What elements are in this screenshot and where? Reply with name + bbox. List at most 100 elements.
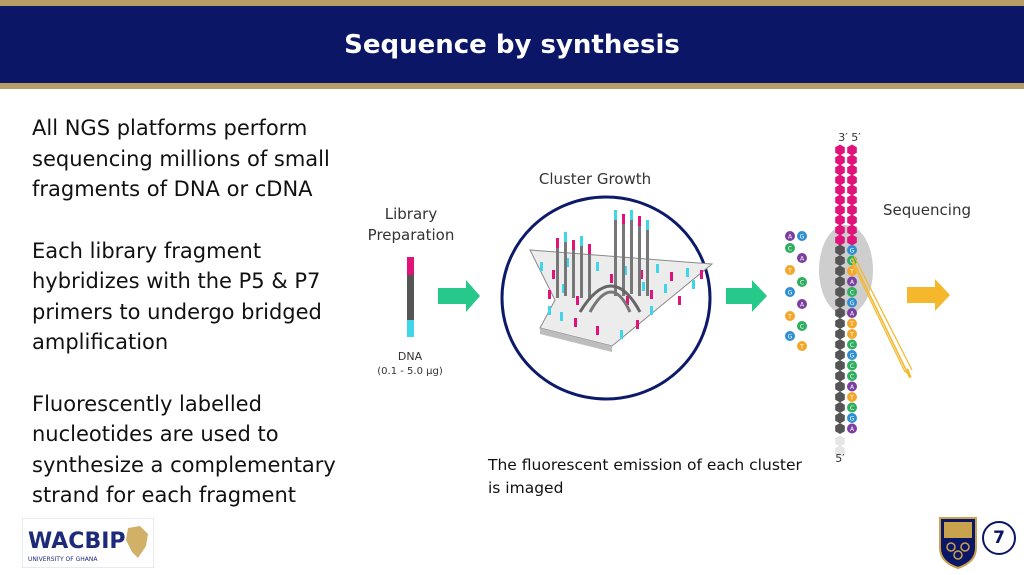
surface-strand bbox=[678, 296, 681, 305]
template-base bbox=[835, 402, 845, 413]
incorporated-base: C bbox=[850, 374, 854, 381]
template-base bbox=[835, 435, 845, 447]
top-gold-stripe bbox=[0, 0, 1024, 6]
incorporated-base: C bbox=[850, 363, 854, 370]
incorporated-nucleotide bbox=[847, 308, 857, 318]
wacbip-logo: WACBIP UNIVERSITY OF GHANA bbox=[21, 517, 155, 569]
incorporated-base: G bbox=[850, 300, 855, 307]
free-nucleotide bbox=[797, 253, 807, 263]
template-base bbox=[847, 174, 857, 186]
cluster-strand bbox=[588, 244, 591, 300]
cluster-strand bbox=[556, 238, 559, 298]
free-nucleotide-base: C bbox=[800, 280, 804, 287]
free-nucleotide bbox=[797, 321, 807, 331]
incorporated-nucleotide bbox=[847, 287, 857, 297]
template-base bbox=[835, 339, 845, 350]
surface-strand bbox=[562, 284, 565, 293]
free-nucleotide bbox=[797, 277, 807, 287]
cluster-strand-tip bbox=[572, 240, 575, 250]
bullet-list: All NGS platforms perform sequencing mil… bbox=[32, 113, 342, 542]
incorporated-base: G bbox=[850, 353, 855, 360]
template-base bbox=[835, 391, 845, 403]
arrow-right-icon bbox=[438, 280, 480, 312]
cluster-strand bbox=[580, 236, 583, 298]
template-base bbox=[835, 184, 845, 196]
sequencing-diagram: Library Preparation DNA (0.1 - 5.0 µg) C… bbox=[368, 131, 971, 465]
incorporated-nucleotide bbox=[847, 371, 857, 381]
sequencing-label: Sequencing bbox=[883, 201, 971, 219]
surface-strand bbox=[670, 272, 673, 281]
incorporated-nucleotide bbox=[847, 339, 857, 350]
template-base bbox=[847, 224, 857, 236]
cluster-strand-tip bbox=[622, 214, 625, 224]
surface-strand bbox=[576, 296, 579, 305]
incorporated-base: T bbox=[849, 395, 854, 402]
free-nucleotide-base: C bbox=[800, 324, 804, 331]
surface-strand bbox=[620, 330, 623, 339]
cluster-strand bbox=[646, 220, 649, 296]
library-label-line1: Library bbox=[385, 205, 438, 223]
template-base bbox=[847, 204, 857, 216]
surface-strand bbox=[700, 270, 703, 279]
incorporated-nucleotide bbox=[847, 381, 857, 392]
incorporated-base: C bbox=[850, 405, 854, 412]
incorporated-base: A bbox=[850, 279, 855, 286]
dna-fragment-insert bbox=[407, 275, 414, 320]
emission-rays bbox=[851, 255, 913, 379]
incorporated-base: G bbox=[850, 416, 855, 423]
template-base bbox=[835, 144, 845, 156]
cluster-strand bbox=[572, 240, 575, 298]
svg-text:WACBIP: WACBIP bbox=[28, 529, 126, 554]
surface-strand bbox=[650, 306, 653, 315]
bridge-strand bbox=[578, 284, 642, 313]
cluster-strand-tip bbox=[588, 244, 591, 254]
dna-amount: (0.1 - 5.0 µg) bbox=[377, 366, 443, 377]
incorporated-base: C bbox=[850, 258, 854, 265]
incorporated-nucleotide bbox=[847, 297, 857, 308]
incorporated-nucleotide bbox=[847, 423, 857, 434]
free-nucleotide-base: C bbox=[788, 246, 792, 253]
flowcell-strands bbox=[540, 258, 703, 339]
incorporated-nucleotide bbox=[847, 318, 857, 329]
figure-caption: The fluorescent emission of each cluster… bbox=[488, 456, 802, 497]
dna-label: DNA bbox=[398, 350, 423, 363]
bullet-2: Each library fragment hybridizes with th… bbox=[32, 238, 322, 355]
incorporated-nucleotide bbox=[847, 360, 857, 371]
surface-strand bbox=[656, 264, 659, 273]
incorporated-base: T bbox=[849, 269, 854, 276]
template-base bbox=[835, 349, 845, 361]
free-nucleotide bbox=[797, 231, 807, 241]
free-nucleotide bbox=[785, 265, 795, 275]
template-base bbox=[835, 307, 845, 319]
template-base bbox=[847, 154, 857, 166]
strand-5prime-label: 5′ bbox=[851, 131, 861, 144]
free-nucleotide-base: A bbox=[788, 234, 793, 241]
template-base bbox=[835, 286, 845, 298]
cluster-strands bbox=[556, 210, 649, 300]
free-nucleotide-base: G bbox=[788, 290, 793, 297]
incorporated-base: C bbox=[850, 290, 854, 297]
surface-strand bbox=[686, 268, 689, 277]
cluster-strand-tip bbox=[556, 238, 559, 248]
free-nucleotide bbox=[785, 231, 795, 241]
template-base bbox=[835, 164, 845, 176]
template-base bbox=[835, 381, 845, 392]
template-base bbox=[835, 255, 845, 266]
surface-strand bbox=[626, 296, 629, 305]
template-base bbox=[847, 164, 857, 176]
slide-title: Sequence by synthesis bbox=[344, 29, 680, 60]
surface-strand bbox=[636, 320, 639, 329]
cluster-strand bbox=[630, 210, 633, 294]
free-nucleotide bbox=[785, 287, 795, 297]
surface-strand bbox=[552, 270, 555, 279]
template-base bbox=[847, 144, 857, 156]
free-nucleotide bbox=[785, 331, 795, 341]
free-nucleotide-base: G bbox=[800, 234, 805, 241]
incorporated-base: A bbox=[850, 384, 855, 391]
surface-strand bbox=[560, 312, 563, 321]
cluster-strand-tip bbox=[614, 210, 617, 220]
incorporated-base: G bbox=[850, 248, 855, 255]
surface-strand bbox=[574, 318, 577, 327]
surface-strand bbox=[596, 262, 599, 271]
template-base bbox=[835, 214, 845, 226]
